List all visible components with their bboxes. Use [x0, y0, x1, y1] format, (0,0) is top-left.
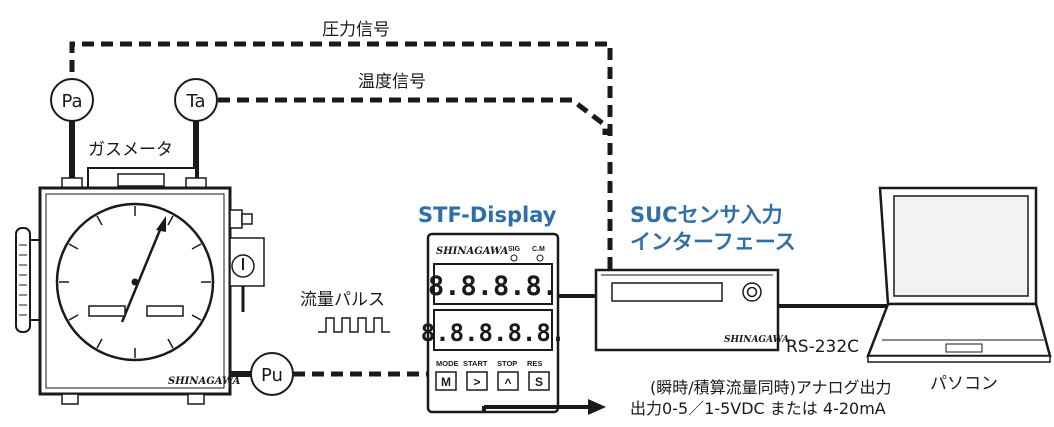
- button-label-mode: MODE: [436, 359, 459, 368]
- display-row1: 8.8.8.8.: [428, 271, 558, 302]
- pa-sensor-label: Pa: [61, 91, 82, 112]
- pa-sensor: Pa: [50, 78, 94, 182]
- pulse-waveform: [318, 317, 390, 333]
- button-label-stop: STOP: [497, 359, 517, 368]
- analog-output-line2: 出力0-5／1-5VDC または 4-20mA: [630, 399, 886, 418]
- flow-pulse-label: 流量パルス: [300, 290, 385, 310]
- start-button-key: >: [473, 375, 480, 389]
- stf-display-logo: SHINAGAWA: [436, 246, 509, 257]
- suc-interface-device: SHINAGAWA: [594, 268, 789, 352]
- suc-title-line2: インターフェース: [630, 230, 796, 254]
- dial-needle: [120, 224, 164, 323]
- ta-sensor: Ta: [174, 78, 218, 182]
- pu-sensor: Pu: [250, 352, 294, 396]
- pu-sensor-label: Pu: [261, 365, 283, 386]
- ta-sensor-label: Ta: [185, 91, 205, 112]
- dial-ticks: [59, 206, 211, 358]
- indicator-cm-label: C.M: [532, 246, 545, 253]
- gas-meter-logo: SHINAGAWA: [168, 376, 241, 387]
- indicator-sig-label: SIG: [508, 246, 521, 253]
- analog-output-line1: (瞬時/積算流量同時)アナログ出力: [650, 378, 892, 397]
- gas-meter: SHINAGAWA: [15, 167, 265, 405]
- rs232c-label: RS-232C: [786, 337, 859, 357]
- temperature-signal-label: 温度信号: [358, 72, 426, 92]
- pressure-signal-label: 圧力信号: [322, 20, 390, 40]
- suc-title-line1: SUCセンサ入力: [630, 203, 783, 227]
- button-label-res: RES: [527, 359, 542, 368]
- pc-laptop: [866, 186, 1052, 363]
- gas-meter-label: ガスメータ: [88, 140, 173, 160]
- pc-label: パソコン: [930, 374, 998, 394]
- analog-output-arrowhead: [588, 399, 606, 415]
- stf-display-title: STF-Display: [418, 203, 557, 227]
- res-button-key: S: [535, 375, 543, 389]
- stop-button-key: ^: [504, 376, 511, 390]
- display-row2: 8.8.8.8.8.: [421, 319, 566, 347]
- button-label-start: START: [463, 359, 488, 368]
- suc-logo: SHINAGAWA: [724, 335, 789, 345]
- mode-button-key: M: [441, 375, 451, 389]
- stf-display-device: SHINAGAWA SIG C.M 8.8.8.8. 8.8.8.8.8. MO…: [421, 232, 566, 414]
- temperature-signal-line: [218, 97, 608, 135]
- pressure-signal-line: [69, 41, 613, 270]
